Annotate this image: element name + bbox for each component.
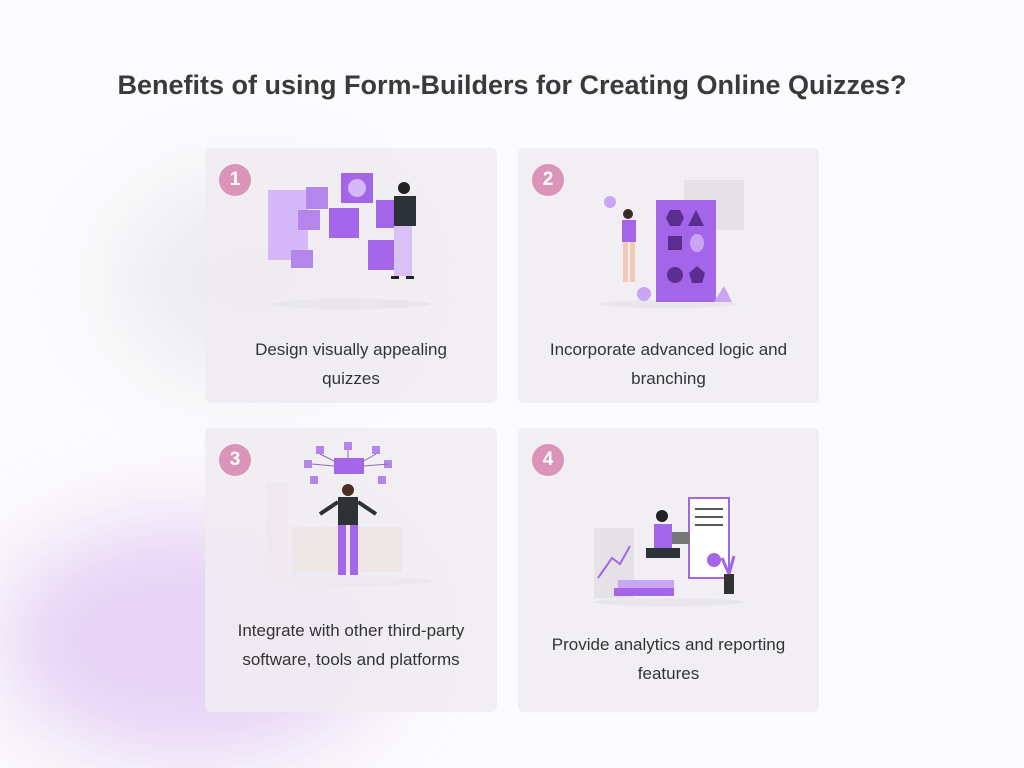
benefit-card-4: 4 Provide analytics and reporting featur… xyxy=(518,428,819,712)
number-badge: 3 xyxy=(219,444,251,476)
person-arranging-dashboards-illustration xyxy=(268,173,431,309)
card-caption: Integrate with other third-party softwar… xyxy=(237,621,465,669)
person-with-connected-apps-illustration xyxy=(266,442,431,586)
card-caption: Provide analytics and reporting features xyxy=(551,635,786,683)
person-with-laptop-and-reports-illustration xyxy=(593,497,744,606)
number-badge: 1 xyxy=(219,164,251,196)
benefit-card-1: 1 Design visually appealing quizzes xyxy=(205,148,497,403)
number-badge: 2 xyxy=(532,164,564,196)
number-badge: 4 xyxy=(532,444,564,476)
card-caption: Design visually appealing quizzes xyxy=(255,340,447,388)
page-title: Benefits of using Form-Builders for Crea… xyxy=(117,70,907,100)
person-with-shape-sorter-illustration xyxy=(598,180,744,308)
benefit-card-3: 3 Integrate with other third-party softw… xyxy=(205,428,497,712)
card-caption: Incorporate advanced logic and branching xyxy=(549,340,788,388)
benefit-card-2: 2 Incorporate advanced logic and branchi… xyxy=(518,148,819,403)
